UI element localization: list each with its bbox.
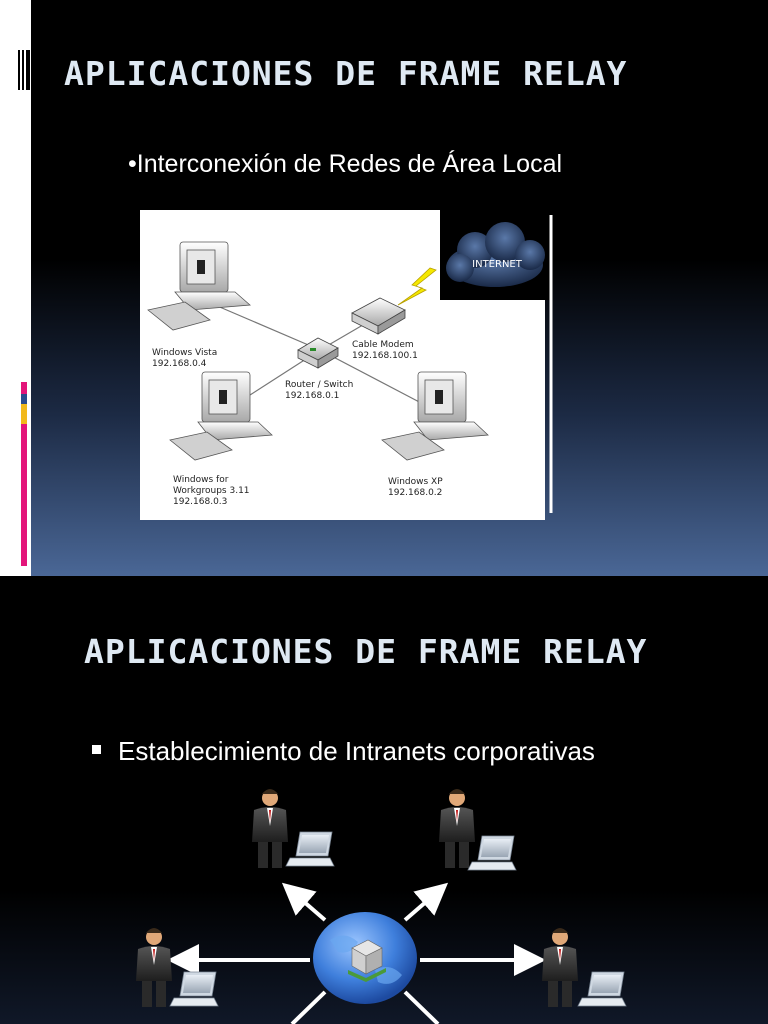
modem-label: Cable Modem xyxy=(352,340,414,350)
router-switch xyxy=(297,337,339,369)
arrow-bottom-right xyxy=(403,990,440,1024)
wfw-label-1: Windows for xyxy=(173,475,229,485)
person-icon xyxy=(252,789,288,868)
xp-ip: 192.168.0.2 xyxy=(388,488,442,498)
modem-ip: 192.168.100.1 xyxy=(352,351,418,361)
laptop-icon xyxy=(577,971,627,1007)
accent-bar-pink-top xyxy=(21,382,27,394)
user-top-left xyxy=(252,789,335,868)
bullet-marker: • xyxy=(128,150,137,178)
router-label: Router / Switch xyxy=(285,380,353,390)
vista-ip: 192.168.0.4 xyxy=(152,359,207,369)
computer-wfw xyxy=(169,371,273,461)
square-bullet-icon xyxy=(92,745,101,754)
person-icon xyxy=(439,789,475,868)
computer-xp xyxy=(381,371,489,461)
decorative-bars xyxy=(18,50,30,90)
vista-label: Windows Vista xyxy=(152,348,217,358)
accent-bar-blue xyxy=(21,394,27,404)
laptop-icon xyxy=(285,831,335,867)
building-icon xyxy=(348,939,386,982)
slide-2-bullet: Establecimiento de Intranets corporativa… xyxy=(118,736,595,766)
arrow-top-left xyxy=(281,882,327,922)
bullet-text: Interconexión de Redes de Área Local xyxy=(136,150,563,178)
wfw-label-2: Workgroups 3.11 xyxy=(173,486,250,496)
arrow-top-right xyxy=(403,882,449,922)
slide-2-title: APLICACIONES DE FRAME RELAY xyxy=(84,632,648,671)
user-right xyxy=(542,928,627,1007)
slide-2: APLICACIONES DE FRAME RELAY Establecimie… xyxy=(0,576,768,1024)
internet-cloud: INTERNET xyxy=(446,222,545,287)
slide-1-title: APLICACIONES DE FRAME RELAY xyxy=(64,54,628,93)
user-top-right xyxy=(439,789,517,871)
laptop-icon xyxy=(169,971,219,1007)
lightning-icon xyxy=(397,267,437,306)
wfw-ip: 192.168.0.3 xyxy=(173,497,227,507)
cloud-label: INTERNET xyxy=(472,259,523,270)
router-ip: 192.168.0.1 xyxy=(285,391,339,401)
computer-vista xyxy=(147,241,251,331)
slide-1: APLICACIONES DE FRAME RELAY •Interconexi… xyxy=(0,0,768,576)
intranet-diagram xyxy=(136,789,627,1024)
connection-arrows xyxy=(167,882,546,1024)
laptop-icon xyxy=(467,835,517,871)
lan-diagram: INTERNET Cable Modem 192.168.100.1 Route… xyxy=(140,210,553,520)
xp-label: Windows XP xyxy=(388,477,443,487)
person-icon xyxy=(136,928,172,1007)
arrow-bottom-left xyxy=(290,990,327,1024)
person-icon xyxy=(542,928,578,1007)
user-left xyxy=(136,928,219,1007)
accent-bar-pink xyxy=(21,424,27,566)
slide-1-bullet: •Interconexión de Redes de Área Local xyxy=(128,150,562,179)
accent-bar-yellow xyxy=(21,404,27,424)
cable-modem xyxy=(351,297,406,335)
